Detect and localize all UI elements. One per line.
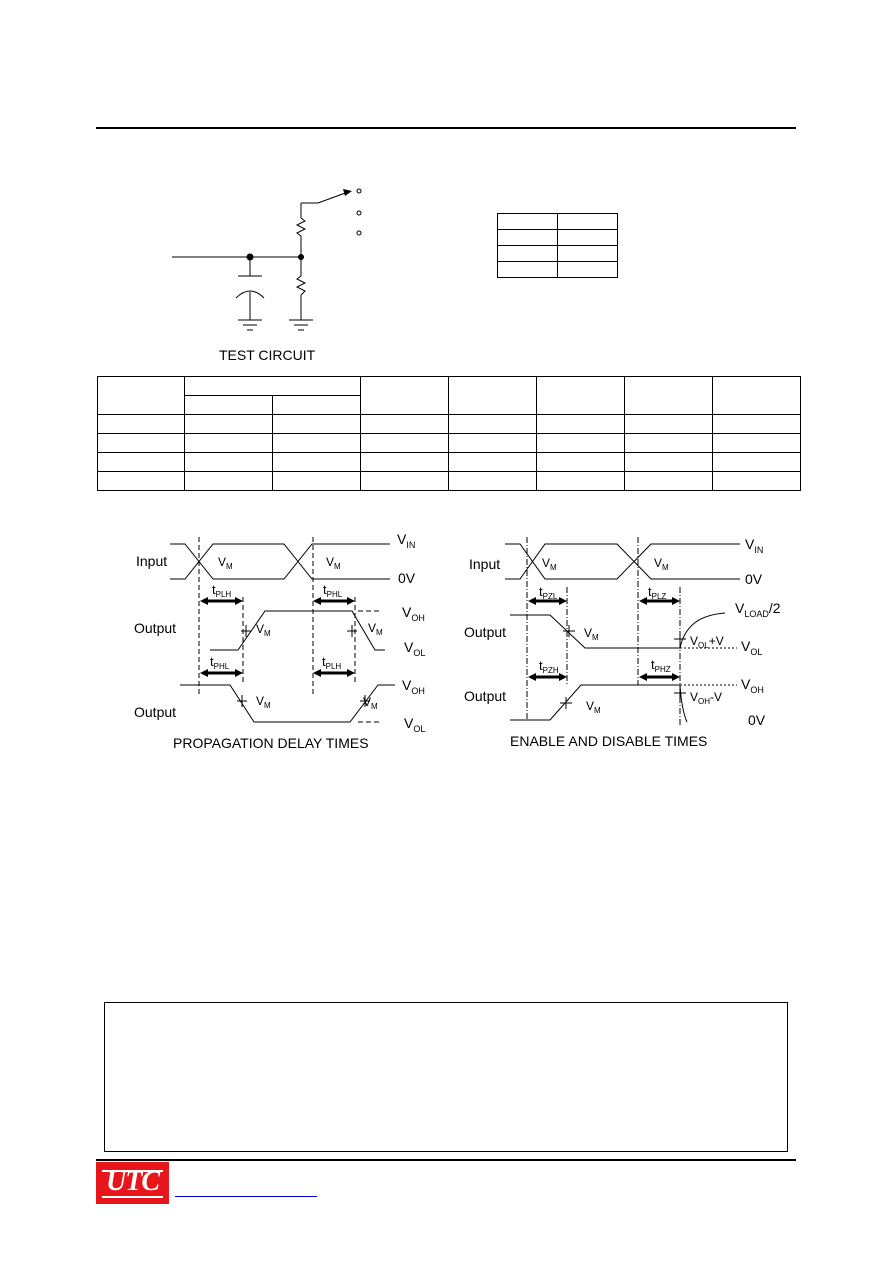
vm-label: VM xyxy=(584,626,599,642)
tphz-label: tPHZ xyxy=(651,657,671,674)
vm-label: VM xyxy=(256,622,271,638)
vm-label: VM xyxy=(218,555,233,571)
output-label: Output xyxy=(134,620,176,636)
tplh-label: tPLH xyxy=(322,654,341,671)
table-row xyxy=(97,452,801,472)
enable-caption: ENABLE AND DISABLE TIMES xyxy=(510,733,707,749)
enable-disable-diagram: Input Output Output VIN 0V VLOAD/2 VOL+V… xyxy=(464,536,781,749)
vload-label: VLOAD/2 xyxy=(735,600,781,619)
vm-label: VM xyxy=(654,556,669,572)
vm-label: VM xyxy=(256,694,271,710)
footer-rule xyxy=(96,1159,796,1161)
test-circuit-schematic xyxy=(172,188,362,331)
vm-label: VM xyxy=(363,695,378,711)
propagation-delay-diagram: Input Output Output VIN 0V VOH VOL VOH V… xyxy=(134,531,425,751)
voh-label: VOH xyxy=(402,604,425,623)
logo-text: UTC xyxy=(106,1166,160,1197)
test-circuit-caption: TEST CIRCUIT xyxy=(219,347,316,363)
tplh-label: tPLH xyxy=(212,582,231,599)
switch-position-table xyxy=(497,213,618,278)
table-row xyxy=(97,414,801,434)
voh-label: VOH xyxy=(741,676,764,695)
table-row xyxy=(97,433,801,453)
voh-label: VOH xyxy=(402,677,425,696)
input-label: Input xyxy=(469,556,500,572)
test-condition-table xyxy=(97,376,801,491)
tphl-label: tPHL xyxy=(210,654,230,671)
output-label: Output xyxy=(464,624,506,640)
vm-label: VM xyxy=(368,621,383,637)
input-label: Input xyxy=(136,553,167,569)
vol-plus-label: VOL+V xyxy=(690,634,724,650)
note-box xyxy=(104,1002,788,1152)
output-label: Output xyxy=(464,688,506,704)
vol-label: VOL xyxy=(741,638,762,657)
vol-label: VOL xyxy=(404,639,425,658)
header-rule xyxy=(96,127,796,129)
vin-label: VIN xyxy=(397,531,415,550)
tplz-label: tPLZ xyxy=(648,584,666,601)
vin-label: VIN xyxy=(745,536,763,555)
vm-label: VM xyxy=(326,555,341,571)
tphl-label: tPHL xyxy=(323,582,343,599)
zero-v-label: 0V xyxy=(748,712,766,728)
zero-v-label: 0V xyxy=(745,571,763,587)
utc-logo: UTC xyxy=(96,1162,169,1204)
website-link[interactable] xyxy=(175,1196,317,1197)
voh-minus-label: VOH-V xyxy=(690,690,722,706)
vm-label: VM xyxy=(542,556,557,572)
tpzh-label: tPZH xyxy=(539,658,559,675)
propagation-caption: PROPAGATION DELAY TIMES xyxy=(173,735,369,751)
tpzl-label: tPZL xyxy=(539,584,558,601)
zero-v-label: 0V xyxy=(398,570,416,586)
table-row xyxy=(97,471,801,491)
output-label: Output xyxy=(134,704,176,720)
vm-label: VM xyxy=(586,699,601,715)
vol-label: VOL xyxy=(404,715,425,734)
